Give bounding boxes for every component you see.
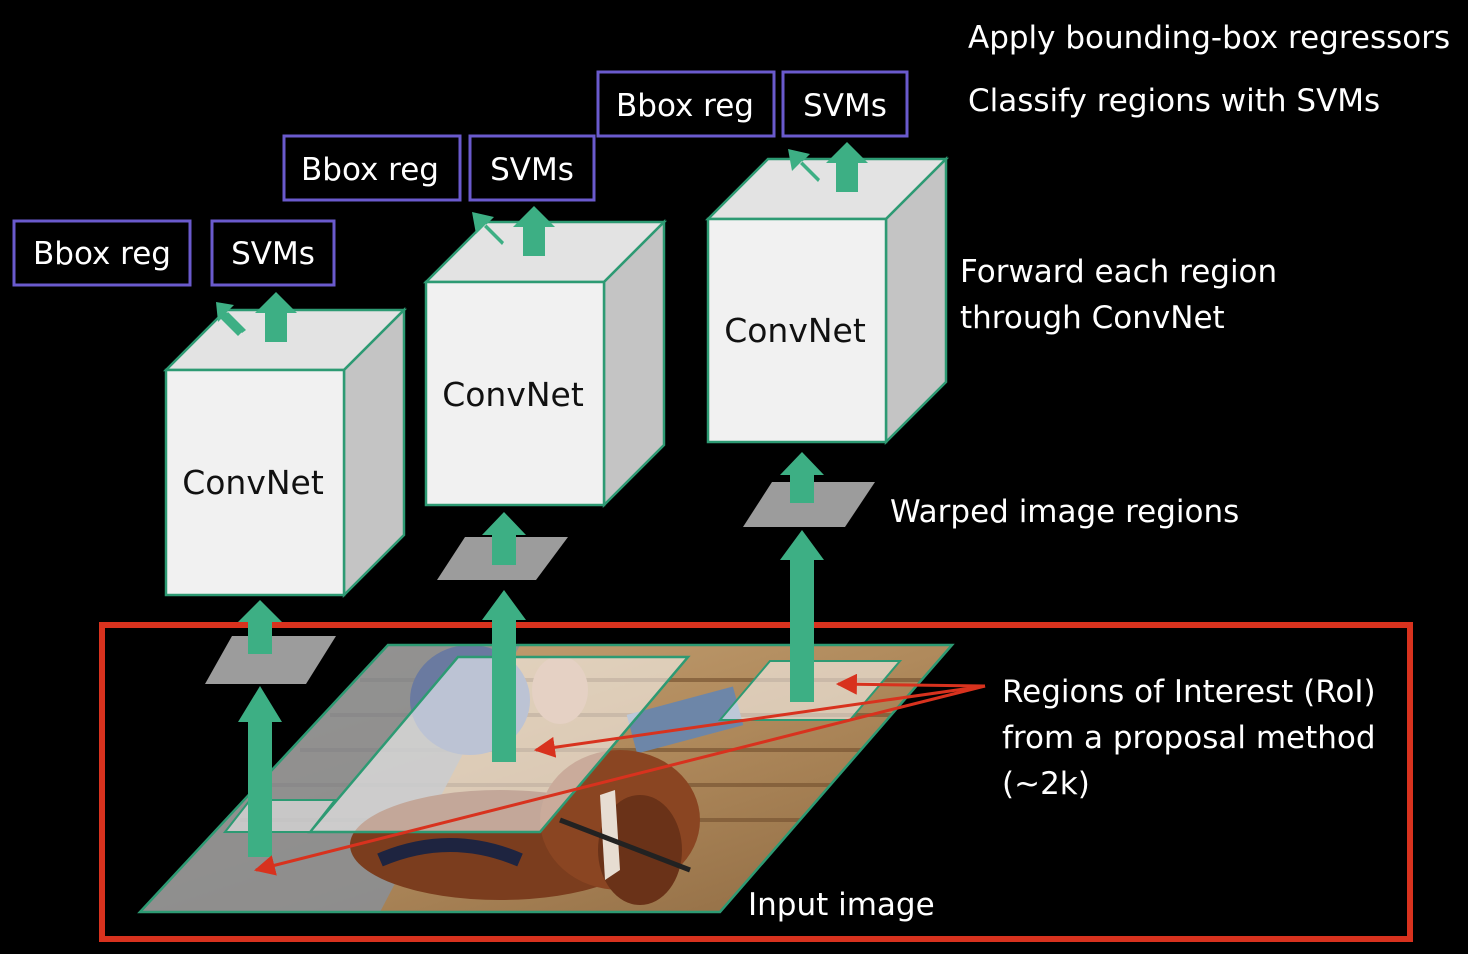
roi-annotation-line2: from a proposal method [1002, 720, 1376, 756]
bbox-reg-box-2: Bbox reg [282, 134, 462, 202]
convnet-label-1: ConvNet [182, 463, 324, 502]
bbox-reg-box-1: Bbox reg [12, 219, 192, 287]
svm-label-1: SVMs [231, 236, 315, 272]
input-image-border [137, 643, 955, 914]
roi-annotation-line1: Regions of Interest (RoI) [1002, 674, 1376, 710]
arrow-to-bbox-2 [472, 212, 504, 245]
bbox-reg-box-3: Bbox reg [596, 70, 776, 138]
arrow-roi-to-warp-1 [238, 686, 282, 857]
arrow-to-bbox-1 [216, 302, 246, 336]
svm-box-3: SVMs [781, 70, 909, 138]
arrow-warp-to-convnet-3 [780, 452, 824, 503]
input-image-annotation: Input image [748, 887, 935, 923]
convnet-cube-1: ConvNet [162, 306, 408, 599]
bbox-reg-label-1: Bbox reg [33, 236, 171, 272]
svm-label-2: SVMs [490, 152, 574, 188]
arrow-to-svm-2 [513, 206, 555, 256]
convnet-cube-3: ConvNet [704, 155, 950, 446]
forward-annotation-line1: Forward each region [960, 254, 1277, 290]
arrow-roi-to-warp-2 [482, 590, 526, 762]
svm-box-1: SVMs [210, 219, 336, 287]
bbox-reg-label-3: Bbox reg [616, 88, 754, 124]
input-frame [99, 622, 1413, 942]
bbox-reg-label-2: Bbox reg [301, 152, 439, 188]
forward-annotation-line2: through ConvNet [960, 300, 1225, 336]
arrow-to-svm-1 [255, 292, 297, 342]
warped-region-3 [743, 482, 875, 527]
apply-bbox-annotation: Apply bounding-box regressors [968, 20, 1450, 56]
arrow-warp-to-convnet-2 [482, 512, 526, 565]
arrow-to-bbox-3 [788, 149, 820, 182]
convnet-label-3: ConvNet [724, 311, 866, 350]
convnet-label-2: ConvNet [442, 375, 584, 414]
warped-region-1 [205, 636, 336, 684]
roi-annotation-line3: (~2k) [1002, 766, 1090, 802]
convnet-cube-2: ConvNet [422, 218, 668, 509]
svm-label-3: SVMs [803, 88, 887, 124]
svm-box-2: SVMs [468, 134, 596, 202]
arrow-to-svm-3 [826, 142, 868, 192]
roi-pointer-lines [253, 673, 986, 876]
arrow-warp-to-convnet-1 [238, 600, 282, 654]
warped-annotation: Warped image regions [890, 494, 1239, 530]
classify-annotation: Classify regions with SVMs [968, 83, 1380, 119]
arrow-roi-to-warp-3 [780, 530, 824, 702]
